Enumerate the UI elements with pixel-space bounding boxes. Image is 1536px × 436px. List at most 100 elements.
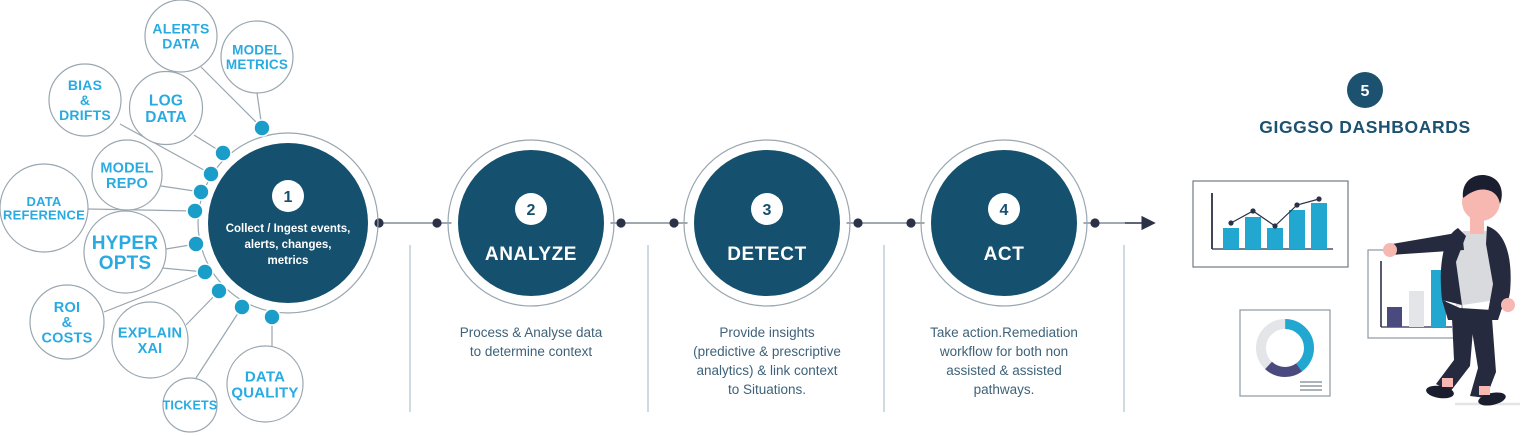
hub-number-badge	[272, 180, 304, 212]
satellite-label: DATA	[145, 109, 187, 126]
satellite-label: MODEL	[232, 43, 282, 58]
satellite-label: DRIFTS	[59, 107, 111, 123]
stage-description-line: assisted & assisted	[946, 363, 1062, 378]
satellite-label: XAI	[138, 341, 163, 357]
hub-white-gap	[201, 136, 375, 310]
hub-connector-dot	[192, 183, 210, 201]
satellite-label: MODEL	[100, 161, 153, 177]
satellite-label: METRICS	[226, 57, 288, 72]
person-head	[1462, 183, 1500, 221]
satellite-label: DATA	[27, 194, 62, 209]
stage-description-line: Take action.Remediation	[930, 325, 1078, 340]
stage-title: ACT	[984, 244, 1025, 265]
stage-description-line: analytics) & link context	[696, 363, 837, 378]
spine-node	[616, 218, 626, 228]
stage-description-line: to determine context	[470, 344, 593, 359]
satellite-bias-drifts[interactable]: BIAS&DRIFTS	[48, 63, 122, 137]
satellite-circle	[0, 163, 89, 253]
satellite-circle	[48, 63, 122, 137]
spine-node	[669, 218, 679, 228]
satellite-label: QUALITY	[231, 384, 298, 401]
spine-node	[906, 218, 916, 228]
satellite-label: DATA	[245, 368, 285, 385]
person-jacket-right	[1486, 226, 1511, 314]
person-illustration	[1383, 174, 1520, 406]
dashboard-number-badge	[1347, 72, 1383, 108]
dashboard-block: 5 GIGGSO DASHBOARDS	[1192, 72, 1520, 406]
satellite-circle	[220, 20, 294, 94]
stage-outer-ring	[683, 139, 851, 307]
dashboard-title: GIGGSO DASHBOARDS	[1259, 117, 1470, 137]
stage-description-line: (predictive & prescriptive	[693, 344, 841, 359]
satellite-label: REFERENCE	[3, 208, 85, 223]
spine-node	[432, 218, 442, 228]
stage-number-badge	[988, 193, 1020, 225]
person-hand-left	[1383, 243, 1397, 257]
trend-point	[1250, 208, 1256, 214]
person-hair	[1462, 174, 1502, 204]
stage-number: 3	[763, 202, 772, 219]
satellite-label: ROI	[54, 300, 80, 316]
stage-dividers	[409, 245, 1125, 412]
trend-bar-5	[1311, 203, 1327, 249]
satellite-label: DATA	[162, 36, 200, 52]
person-hand-right	[1501, 298, 1515, 312]
donut-segment-purple	[1256, 319, 1314, 377]
hub-connector-dot	[210, 282, 228, 300]
stage-number: 4	[1000, 202, 1009, 219]
stage-1-hub[interactable]: 1 Collect / Ingest events, alerts, chang…	[197, 132, 379, 314]
satellite-label: HYPER	[92, 233, 159, 254]
trend-bar-1	[1223, 228, 1239, 249]
trend-bar-4	[1289, 210, 1305, 249]
satellite-circle	[29, 284, 105, 360]
hub-body-line-2: alerts, changes,	[245, 239, 332, 251]
hub-connector-dot	[263, 308, 281, 326]
trend-point	[1316, 196, 1322, 202]
stage-title: DETECT	[727, 244, 807, 265]
hub-outer-ring	[197, 132, 379, 314]
stage-title: ANALYZE	[485, 244, 577, 265]
satellite-label: ALERTS	[152, 21, 209, 37]
stage-description-line: Process & Analyse data	[460, 325, 603, 340]
stage-white-gap	[687, 143, 847, 303]
hub-number: 1	[284, 189, 293, 206]
satellite-circle	[111, 301, 189, 379]
hub-disc	[208, 143, 368, 303]
spine-node	[374, 218, 384, 228]
satellite-tickets[interactable]: TICKETS	[162, 377, 218, 433]
satellite-roi-costs[interactable]: ROI&COSTS	[29, 284, 105, 360]
stage-number: 2	[527, 202, 536, 219]
satellite-label: &	[80, 92, 90, 108]
person-leg-back	[1470, 318, 1496, 398]
hub-connector-dot	[253, 119, 271, 137]
held-bar-2	[1409, 291, 1424, 327]
hub-body-line-1: Collect / Ingest events,	[226, 223, 351, 235]
stage-description-line: pathways.	[974, 382, 1035, 397]
person-shoe-front	[1426, 385, 1454, 399]
hub-connector-dot	[186, 202, 204, 220]
satellite-label: &	[62, 315, 73, 331]
stage-number-badge	[515, 193, 547, 225]
satellite-label: REPO	[106, 176, 148, 192]
dashboard-trend-panel[interactable]	[1192, 180, 1349, 268]
satellite-circle	[162, 377, 218, 433]
stage-description-line: to Situations.	[728, 382, 806, 397]
satellite-circle	[226, 345, 304, 423]
hub-connector-dots	[186, 119, 281, 326]
stage-description-line: workflow for both non	[939, 344, 1068, 359]
dashboard-donut-panel[interactable]	[1239, 309, 1331, 397]
